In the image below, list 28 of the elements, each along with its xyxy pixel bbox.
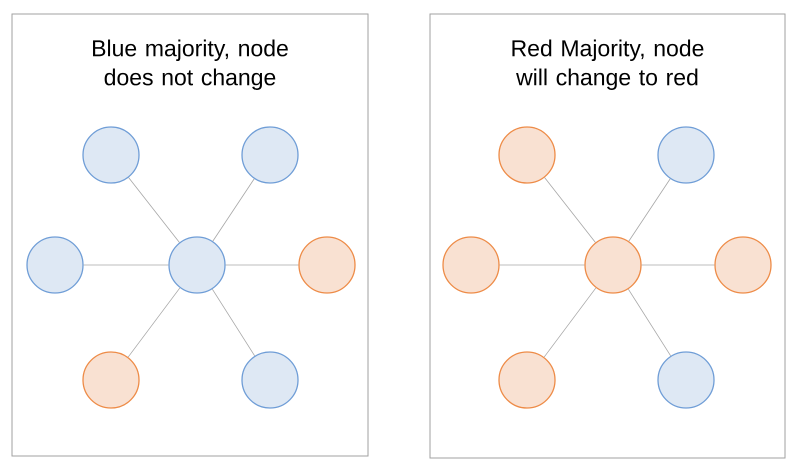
circle-node <box>82 351 140 409</box>
connector-line <box>499 264 585 266</box>
connector-line <box>212 288 256 356</box>
circle-node <box>241 126 299 184</box>
connector-line <box>225 264 299 266</box>
circle-node <box>584 236 642 294</box>
circle-node <box>168 236 226 294</box>
connector-line <box>641 264 715 266</box>
circle-node <box>498 126 556 184</box>
connector-line <box>544 177 596 243</box>
connector-line <box>128 177 180 243</box>
connector-line <box>212 178 255 242</box>
connector-line <box>83 264 169 266</box>
circle-node <box>498 351 556 409</box>
connector-line <box>628 288 672 356</box>
circle-node <box>26 236 84 294</box>
connector-line <box>628 178 671 242</box>
circle-node <box>657 351 715 409</box>
circle-node <box>442 236 500 294</box>
circle-node <box>82 126 140 184</box>
circle-node <box>241 351 299 409</box>
panel-box: Red Majority, node will change to red <box>430 14 786 458</box>
circle-node <box>657 126 715 184</box>
connector-line <box>128 288 180 358</box>
circle-node <box>298 236 356 294</box>
connector-line <box>544 288 596 358</box>
panel-box: Blue majority, node does not change <box>12 14 368 456</box>
circle-node <box>714 236 772 294</box>
